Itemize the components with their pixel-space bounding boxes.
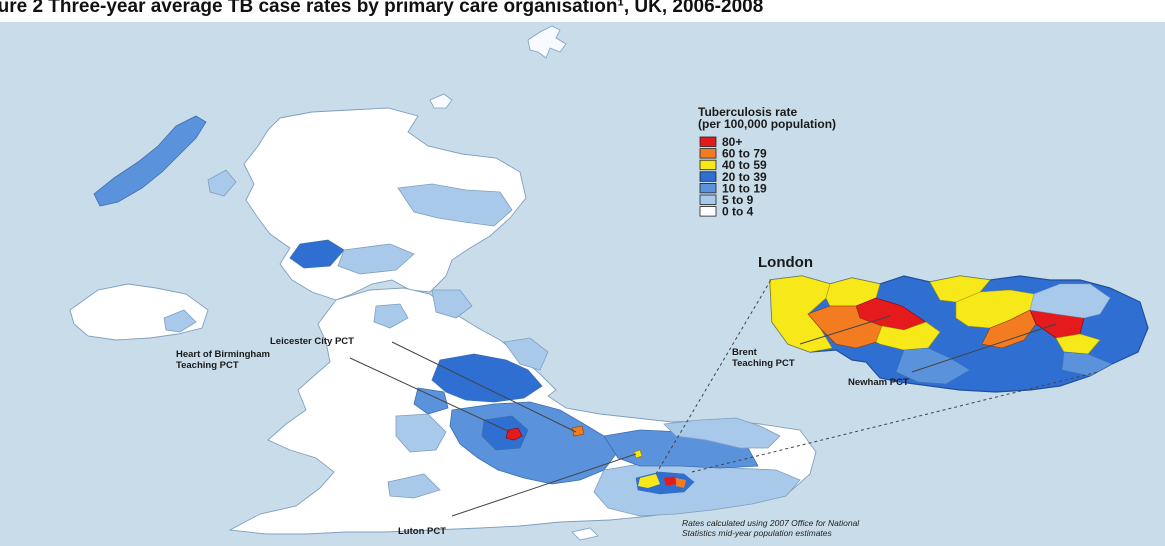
legend-swatch <box>699 171 717 182</box>
legend-swatch <box>699 159 717 171</box>
legend-swatch <box>699 182 717 194</box>
luton-label: Luton PCT <box>398 526 446 537</box>
newcastle-region <box>431 289 473 319</box>
east-orange <box>981 309 1037 349</box>
legend-item-label: 10 to 19 <box>722 181 767 195</box>
leicester-city-pct <box>571 425 585 437</box>
newham-leader-line <box>911 323 1057 373</box>
yorkshire-east-region <box>503 337 549 371</box>
leader-lines <box>349 277 1099 517</box>
luton-leader-line <box>451 453 637 517</box>
heart-of-birmingham-label-2: Teaching PCT <box>176 360 239 371</box>
legend-item-label: 20 to 39 <box>722 170 767 184</box>
north-east-lightblue <box>1029 283 1111 319</box>
legend-swatch <box>699 194 717 205</box>
legend-title-line-2: (per 100,000 population) <box>698 117 836 131</box>
inset-connector-top <box>655 277 773 475</box>
leicester-city-label: Leicester City PCT <box>270 336 354 347</box>
luton-pct <box>633 449 643 459</box>
leicester-leader-line <box>391 341 577 433</box>
legend-item-label: 80+ <box>722 135 742 149</box>
cardiff-region <box>387 473 441 499</box>
cumbria-strip-region <box>373 303 409 329</box>
legend-item-label: 5 to 9 <box>722 193 754 207</box>
legend: Tuberculosis rate (per 100,000 populatio… <box>698 105 836 219</box>
heart-of-birmingham-pct <box>505 427 523 441</box>
wales-east-region <box>395 413 447 453</box>
legend-swatch <box>699 206 717 217</box>
london-inset-title: London <box>758 254 813 271</box>
london-main-yellow <box>638 474 660 488</box>
footnote-line-1: Rates calculated using 2007 Office for N… <box>682 518 860 528</box>
london-main-red <box>664 476 676 486</box>
edinburgh-region <box>337 243 415 275</box>
london-main-orange <box>676 478 686 488</box>
lancashire-yorkshire-region <box>431 353 543 403</box>
glasgow-region <box>289 239 345 269</box>
legend-swatch <box>699 136 717 147</box>
legend-item-label: 60 to 79 <box>722 147 767 161</box>
merseyside-region <box>413 387 449 415</box>
footnote-line-2: Statistics mid-year population estimates <box>682 528 833 538</box>
grampian-region <box>397 183 513 227</box>
legend-item-label: 0 to 4 <box>722 205 754 219</box>
brent-label-2: Teaching PCT <box>732 358 795 369</box>
west-orange <box>807 305 883 349</box>
birmingham-leader-line <box>349 357 511 433</box>
belfast-region <box>163 309 197 333</box>
legend-swatch <box>699 148 717 159</box>
heart-of-birmingham-label: Heart of Birmingham <box>176 349 270 360</box>
orkney-region <box>429 93 453 109</box>
northern-ireland-region <box>69 283 209 341</box>
legend-title-line-1: Tuberculosis rate <box>698 105 797 119</box>
outer-hebrides-region <box>93 115 207 207</box>
brent-label: Brent <box>732 347 758 358</box>
brent-leader-line <box>799 315 891 345</box>
south-east-yellow <box>1055 333 1101 355</box>
isle-of-wight-region <box>571 527 599 541</box>
legend-item-label: 40 to 59 <box>722 158 767 172</box>
london-inset <box>769 275 1149 393</box>
north-yellow <box>929 275 991 303</box>
east-anglia-region <box>663 417 781 449</box>
south-east-lightblue <box>1061 351 1113 377</box>
figure-title: gure 2 Three-year average TB case rates … <box>0 0 764 17</box>
newham-label: Newham PCT <box>848 377 909 388</box>
map-panel: London Leicester City PCT Heart of Birmi… <box>0 22 1165 546</box>
shetland-region <box>527 25 567 59</box>
southeast-region <box>593 463 801 517</box>
skye-region <box>207 169 237 197</box>
map-svg: London Leicester City PCT Heart of Birmi… <box>69 25 1149 541</box>
south-lightblue <box>895 347 971 385</box>
inset-connector-bottom <box>691 371 1099 473</box>
